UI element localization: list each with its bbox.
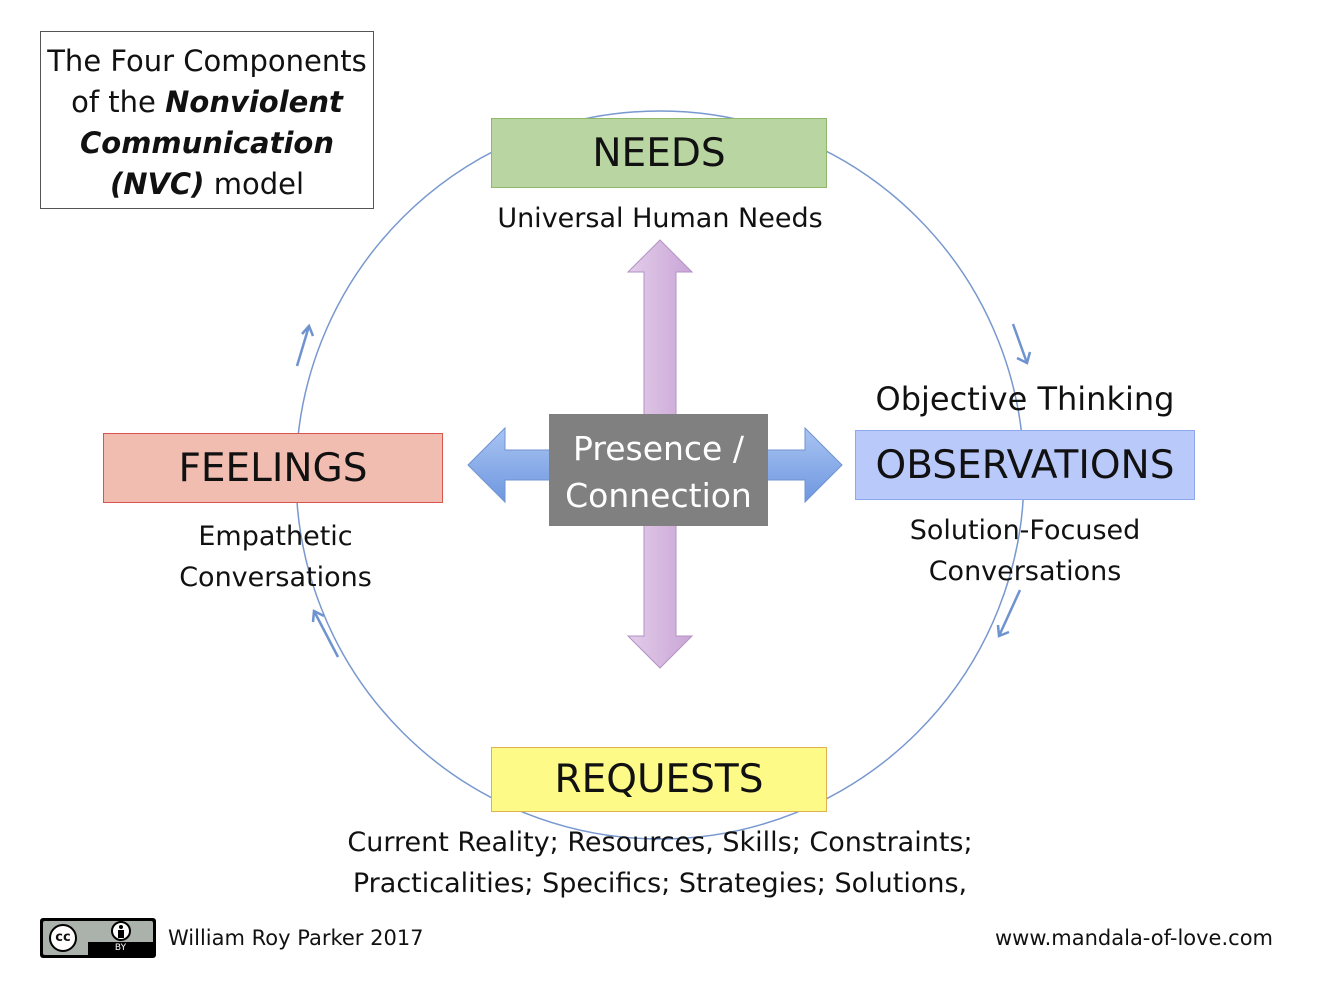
cycle-arrow-bottom-right <box>996 589 1022 638</box>
observations-label: OBSERVATIONS <box>875 442 1175 488</box>
needs-caption: Universal Human Needs <box>497 203 823 234</box>
feelings-label: FEELINGS <box>178 445 368 491</box>
observations-caption: Solution-Focused Conversations <box>909 515 1141 587</box>
needs-label: NEEDS <box>592 130 726 176</box>
by-person-icon <box>111 921 131 941</box>
author-credit: William Roy Parker 2017 <box>168 926 424 950</box>
cc-by-license-badge: cc BY <box>40 918 156 958</box>
by-label: BY <box>88 942 153 955</box>
website-link[interactable]: www.mandala-of-love.com <box>995 926 1274 950</box>
observations-box: OBSERVATIONS <box>855 430 1195 500</box>
cycle-arrow-top-left <box>295 323 315 367</box>
cycle-arrow-top-right <box>1011 323 1032 365</box>
needs-box: NEEDS <box>491 118 827 188</box>
requests-box: REQUESTS <box>491 747 827 812</box>
cycle-arrow-bottom-left <box>311 609 340 658</box>
title-line-3: Communication <box>79 126 334 160</box>
observations-heading: Objective Thinking <box>875 380 1175 418</box>
cc-icon: cc <box>49 924 77 952</box>
title-line-1: The Four Components <box>47 44 367 78</box>
presence-connection-box: Presence / Connection <box>549 414 768 526</box>
requests-caption: Current Reality; Resources, Skills; Cons… <box>347 827 973 899</box>
feelings-caption: Empathetic Conversations <box>179 521 372 593</box>
title-line-2: of the Nonviolent <box>71 85 343 119</box>
title-line-4: (NVC) model <box>109 167 305 201</box>
requests-label: REQUESTS <box>554 757 764 802</box>
diagram-title-box: The Four Components of the Nonviolent Co… <box>40 31 374 209</box>
feelings-box: FEELINGS <box>103 433 443 503</box>
